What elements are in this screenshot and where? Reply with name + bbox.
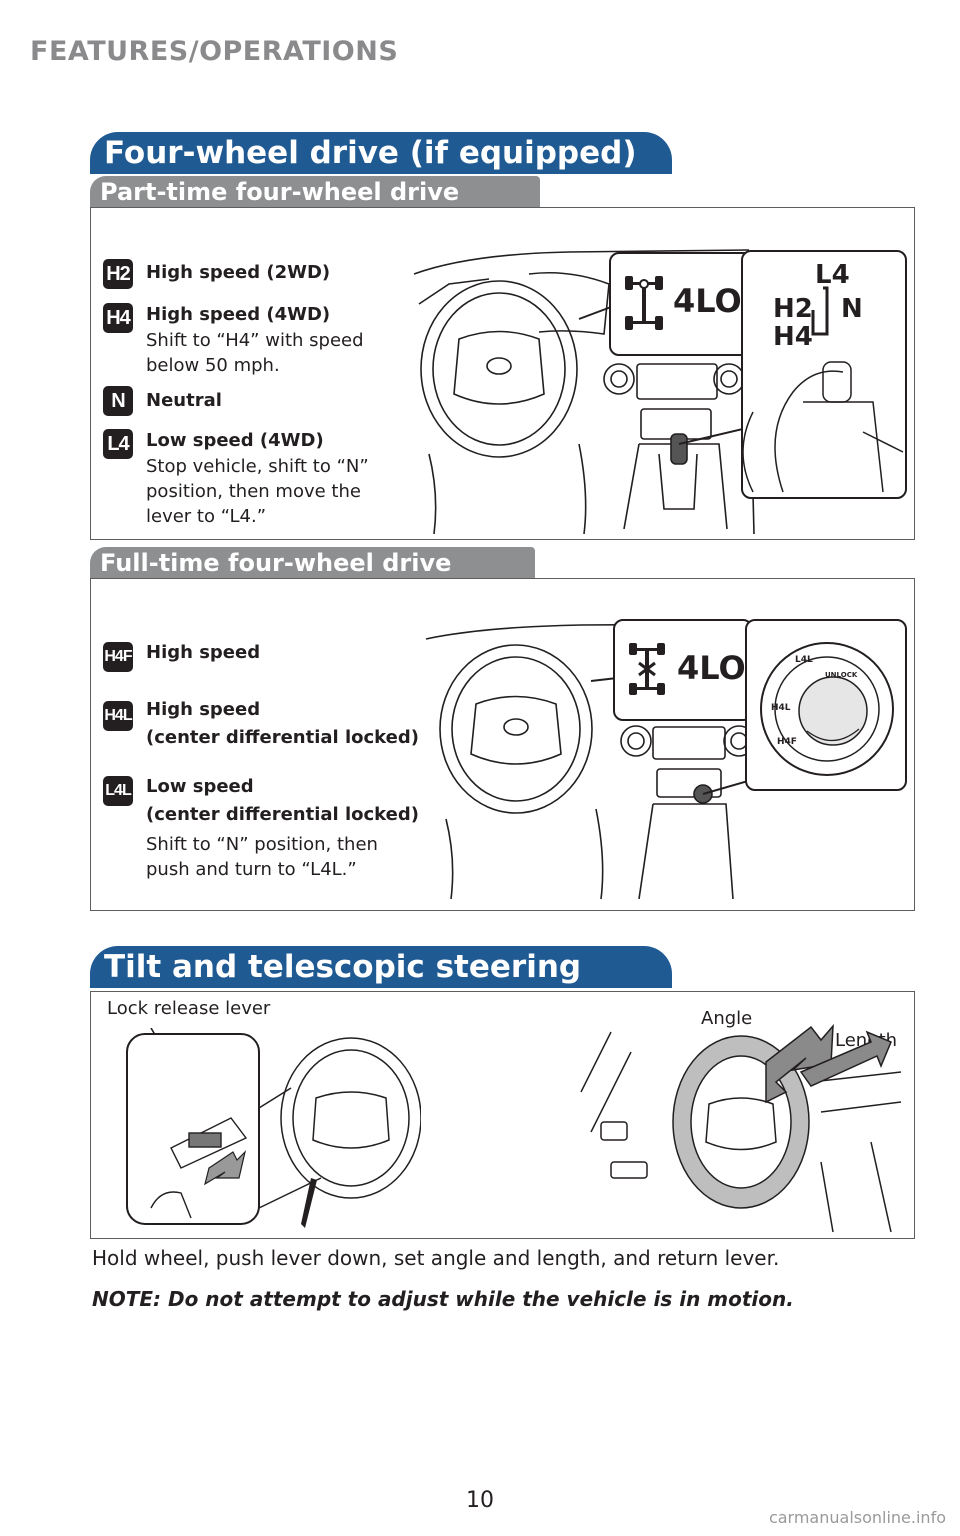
indicator-text-full-time: 4LO <box>677 649 746 687</box>
indicator-text-part-time: 4LO <box>673 282 742 320</box>
lever-label-n: N <box>841 294 863 324</box>
tilt-left-illustration <box>126 1028 421 1228</box>
dial-label-h4f: H4F <box>777 737 797 747</box>
item-title-h4: High speed (4WD) <box>146 304 331 325</box>
section-header: FEATURES/OPERATIONS <box>30 36 399 67</box>
lever-label-h2: H2 <box>773 294 813 324</box>
item-desc-l4l: Shift to “N” position, then push and tur… <box>146 834 378 880</box>
dial-closeup: L4L UNLOCK H4L H4F <box>745 619 907 791</box>
badge-l4: L4 <box>103 429 133 459</box>
part-time-heading: Part-time four-wheel drive models <box>90 176 540 238</box>
lock-release-label: Lock release lever <box>107 998 271 1019</box>
item-title-h4f: High speed <box>146 642 261 663</box>
item-title-h2: High speed (2WD) <box>146 262 331 283</box>
item-subtitle-l4l: (center differential locked) <box>146 804 419 825</box>
full-time-heading: Full-time four-wheel drive models <box>90 547 535 609</box>
indicator-box-full-time: 4LO <box>613 619 753 721</box>
page-number: 10 <box>466 1488 494 1513</box>
badge-n: N <box>103 386 133 416</box>
dial-label-l4l: L4L <box>795 655 813 665</box>
indicator-box-part-time: 4LO <box>609 252 755 356</box>
badge-l4l: L4L <box>103 776 133 806</box>
angle-label: Angle <box>701 1008 753 1029</box>
full-time-panel: H4F High speed H4L High speed (center di… <box>90 578 915 911</box>
item-title-n: Neutral <box>146 390 222 411</box>
item-title-l4: Low speed (4WD) <box>146 430 324 451</box>
four-wheel-drive-heading: Four-wheel drive (if equipped) <box>90 132 672 174</box>
item-desc-h4: Shift to “H4” with speed below 50 mph. <box>146 330 364 376</box>
item-title-l4l: Low speed <box>146 776 254 797</box>
dial-label-h4l: H4L <box>771 703 791 713</box>
tilt-steering-heading: Tilt and telescopic steering wheel <box>90 946 672 1027</box>
tilt-panel: Lock release lever Angle Length <box>90 991 915 1239</box>
item-subtitle-h4l: (center differential locked) <box>146 727 419 748</box>
shift-gate-icon <box>743 286 904 493</box>
badge-h4f: H4F <box>103 642 133 672</box>
lever-label-h4: H4 <box>773 322 813 352</box>
lever-label-l4: L4 <box>815 260 850 290</box>
safety-note: NOTE: Do not attempt to adjust while the… <box>92 1287 794 1311</box>
center-diff-lock-icon <box>629 643 665 695</box>
item-desc-l4: Stop vehicle, shift to “N” position, the… <box>146 456 369 527</box>
badge-h4l: H4L <box>103 701 133 731</box>
instruction-text: Hold wheel, push lever down, set angle a… <box>92 1246 780 1270</box>
item-title-h4l: High speed <box>146 699 261 720</box>
badge-h2: H2 <box>103 259 133 289</box>
dial-label-lock: UNLOCK <box>825 671 858 679</box>
part-time-panel: H2 High speed (2WD) H4 High speed (4WD) … <box>90 207 915 540</box>
tilt-right-illustration <box>580 1023 902 1233</box>
badge-h4: H4 <box>103 303 133 333</box>
4wd-indicator-icon <box>625 276 663 330</box>
lever-closeup: L4 H2 N H4 <box>741 250 907 499</box>
transfer-dial-icon <box>760 642 894 776</box>
watermark: carmanualsonline.info <box>768 1508 946 1527</box>
